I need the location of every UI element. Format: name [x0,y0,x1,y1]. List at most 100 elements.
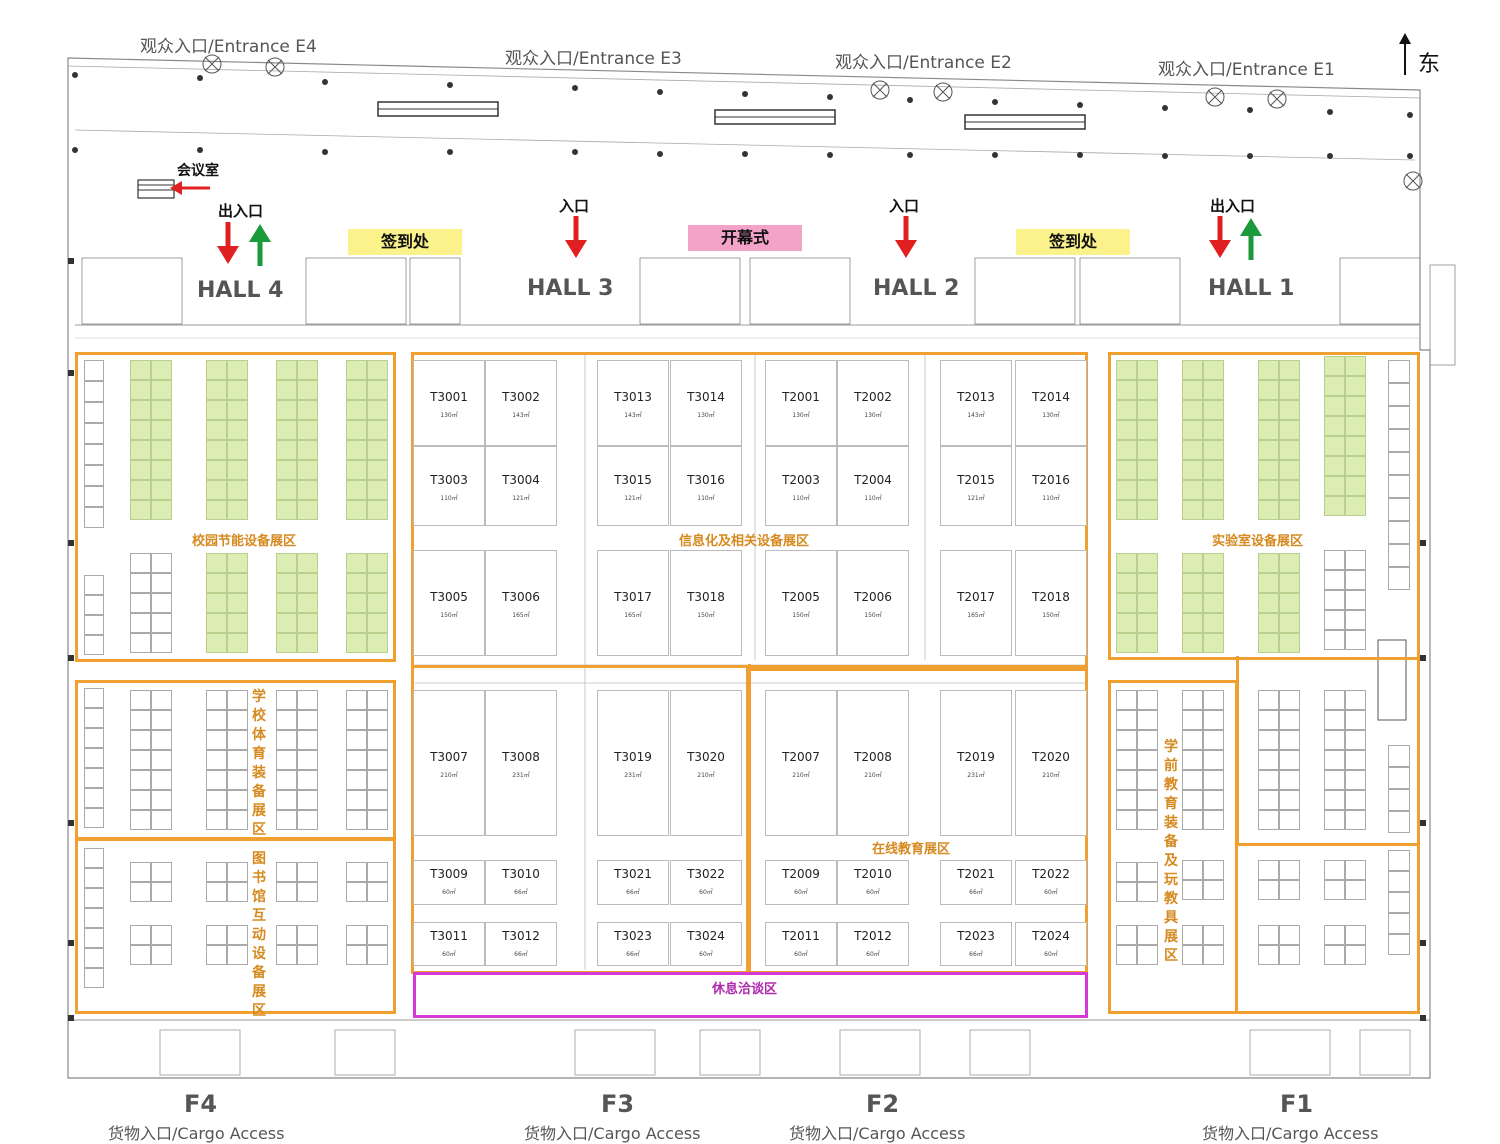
booth-cell [227,573,248,593]
booth-cell [1258,633,1279,653]
booth-cell [1182,613,1203,633]
zone-campus-energy [75,352,396,662]
booth-cell [84,615,104,635]
booth-cell [1116,750,1137,770]
booth-cell [151,730,172,750]
booth-cell [1324,396,1345,416]
booth-cell [346,925,367,945]
zone-campus-energy-label: 校园节能设备展区 [192,534,297,549]
booth-cell [346,593,367,613]
booth-cell [297,420,318,440]
t-booth-area: 60㎡ [1044,951,1058,958]
booth-cell [1116,770,1137,790]
booth-cell [1203,360,1224,380]
t-booth-area: 110㎡ [1042,495,1060,502]
t-booth-area: 130㎡ [864,412,882,419]
booth-cell [1258,750,1279,770]
booth-cell [206,810,227,830]
booth-cell [206,380,227,400]
booth-cell [1279,480,1300,500]
booth-cell [130,810,151,830]
booth-cell [1258,573,1279,593]
booth-cell [151,553,172,573]
t-booth-id: T3015 [614,473,652,487]
booth-cell [1324,710,1345,730]
booth-cell [1279,860,1300,880]
booth-cell [1279,613,1300,633]
booth-cell [206,925,227,945]
booth-cell [130,770,151,790]
t-booth-area: 150㎡ [792,612,810,619]
t-booth-id: T2021 [957,867,995,881]
booth-cell [151,500,172,520]
booth-cell [1258,880,1279,900]
booth-cell [1279,500,1300,520]
booth-cell [1182,690,1203,710]
booth-cell [1182,500,1203,520]
booth-cell [276,613,297,633]
booth-cell [227,633,248,653]
booth-cell [1388,913,1410,934]
booth-cell [130,690,151,710]
booth-cell [84,748,104,768]
booth-cell [1388,934,1410,955]
booth-cell [276,593,297,613]
booth-cell [84,507,104,528]
booth-cell [1388,745,1410,767]
booth-cell [84,928,104,948]
booth-cell [367,613,388,633]
booth-cell [206,360,227,380]
booth-cell [1324,790,1345,810]
t-booth-area: 60㎡ [442,951,456,958]
booth-cell [206,633,227,653]
booth-cell [1203,553,1224,573]
booth-cell [1137,360,1158,380]
booth-cell [1182,770,1203,790]
booth-cell [297,360,318,380]
t-booth-area: 210㎡ [440,772,458,779]
t-booth-id: T2002 [854,390,892,404]
booth-cell [1345,750,1366,770]
booth-cell [1137,553,1158,573]
booth-cell [1137,380,1158,400]
booth-cell [1203,613,1224,633]
booth-cell [151,633,172,653]
booth-cell [206,790,227,810]
booth-cell [1116,360,1137,380]
booth-cell [84,768,104,788]
booth-cell [367,500,388,520]
booth-cell [276,553,297,573]
booth-cell [1345,496,1366,516]
booth-cell [1388,452,1410,475]
t-booth-id: T3012 [502,929,540,943]
booth-cell [227,862,248,882]
booth-cell [130,400,151,420]
booth-cell [130,460,151,480]
t-booth-area: 110㎡ [697,495,715,502]
t-booth-id: T3006 [502,590,540,604]
t-booth-area: 60㎡ [794,889,808,896]
booth-cell [1258,945,1279,965]
booth-cell [367,400,388,420]
t-booth-id: T2013 [957,390,995,404]
booth-cell [206,553,227,573]
t-booth-area: 110㎡ [440,495,458,502]
booth-cell [1345,690,1366,710]
t-booth-id: T3008 [502,750,540,764]
booth-cell [1279,790,1300,810]
booth-cell [151,925,172,945]
t-booth-area: 130㎡ [792,412,810,419]
booth-cell [84,728,104,748]
booth-cell [1345,945,1366,965]
booth-cell [1388,383,1410,406]
t-booth-area: 60㎡ [866,889,880,896]
booth-cell [276,380,297,400]
booth-cell [367,690,388,710]
booth-cell [346,690,367,710]
booth-cell [1203,730,1224,750]
booth-cell [1137,460,1158,480]
